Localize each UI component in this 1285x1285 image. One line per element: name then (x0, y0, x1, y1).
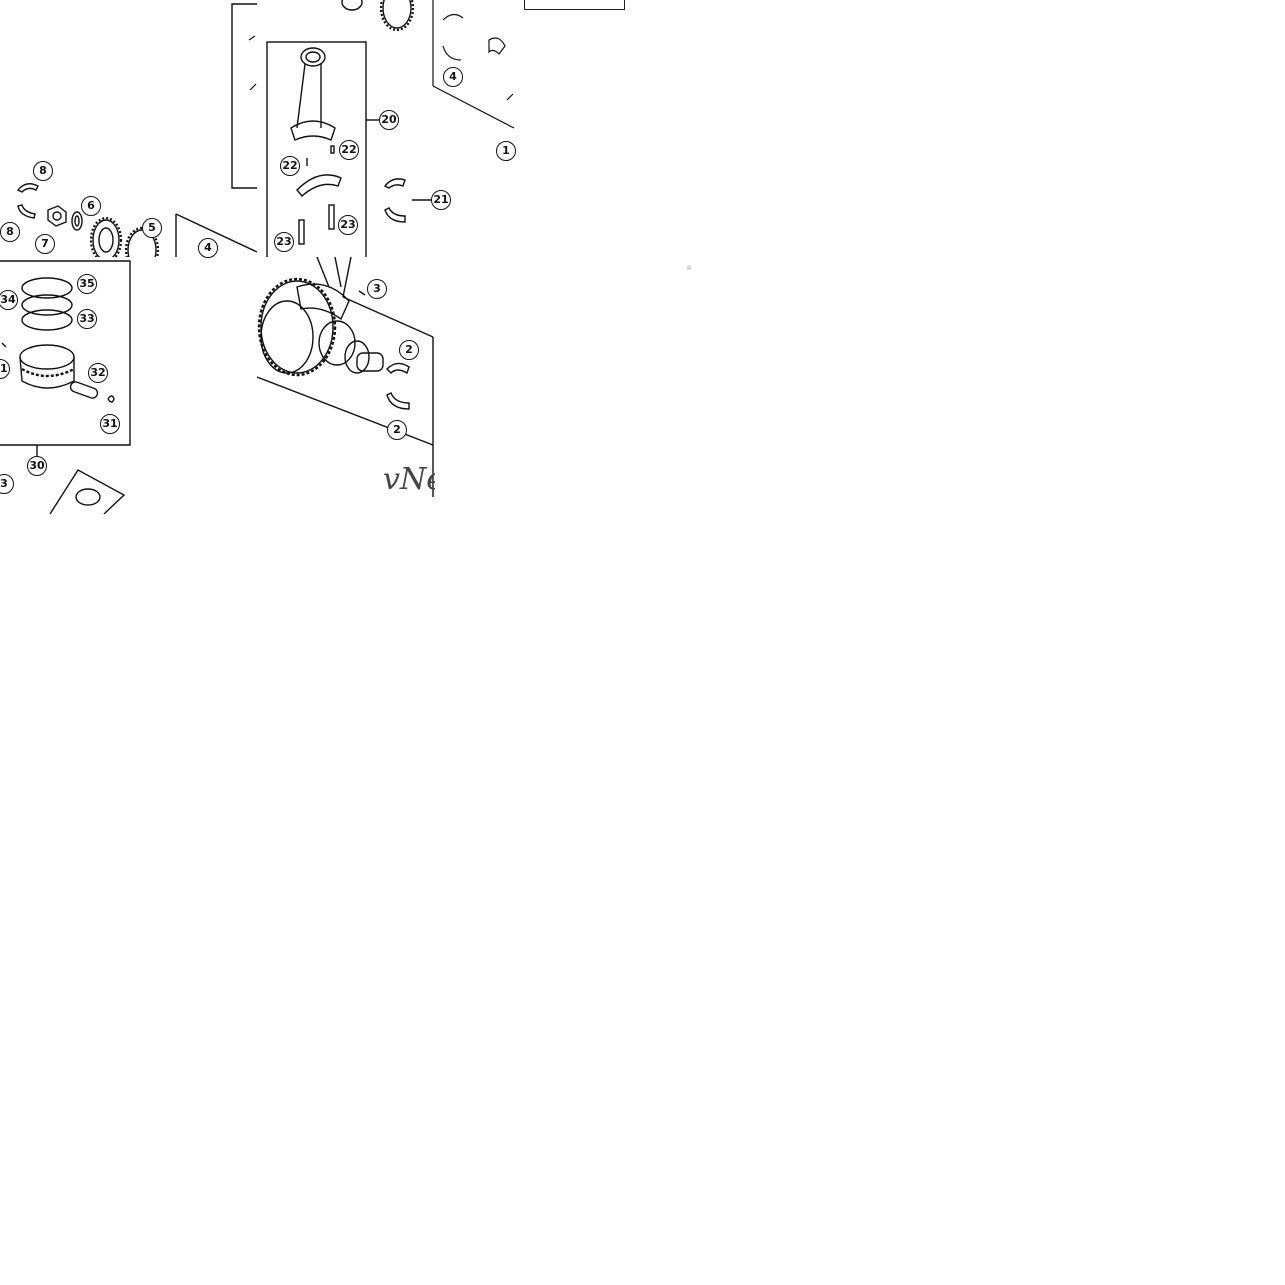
gear-stack-drawing (16, 3, 257, 257)
callout-21[interactable]: 21 (431, 190, 451, 210)
callout-30[interactable]: 30 (27, 456, 47, 476)
stray-mark (687, 265, 691, 270)
callout-4-right[interactable]: 4 (443, 67, 463, 87)
piston-kit-drawing (0, 260, 131, 514)
partial-frame (524, 0, 625, 10)
callout-32[interactable]: 32 (88, 363, 108, 383)
callout-8-upper[interactable]: 8 (33, 161, 53, 181)
diagram-tile-gears (0, 0, 257, 257)
diagram-tile-crankshaft (257, 257, 514, 514)
callout-35[interactable]: 35 (77, 274, 97, 294)
callout-22-right[interactable]: 22 (339, 140, 359, 160)
callout-3-crank[interactable]: 3 (367, 279, 387, 299)
callout-33[interactable]: 33 (77, 309, 97, 329)
callout-2-upper[interactable]: 2 (399, 340, 419, 360)
callout-5[interactable]: 5 (142, 218, 162, 238)
callout-3-bottom[interactable]: 3 (0, 474, 14, 494)
conrod-kit-drawing (266, 0, 514, 257)
callout-31-right[interactable]: 31 (100, 414, 120, 434)
callout-6[interactable]: 6 (81, 196, 101, 216)
callout-2-lower[interactable]: 2 (387, 420, 407, 440)
diagram-tile-piston-kit (0, 257, 257, 514)
callout-7[interactable]: 7 (35, 234, 55, 254)
callout-1[interactable]: 1 (496, 141, 516, 161)
callout-34[interactable]: 34 (0, 290, 18, 310)
callout-23-right[interactable]: 23 (338, 215, 358, 235)
callout-20[interactable]: 20 (379, 110, 399, 130)
callout-23-left[interactable]: 23 (274, 232, 294, 252)
callout-22-left[interactable]: 22 (280, 156, 300, 176)
callout-4-left[interactable]: 4 (198, 238, 218, 258)
watermark-text: vNe (383, 462, 435, 497)
callout-8-lower[interactable]: 8 (0, 222, 20, 242)
